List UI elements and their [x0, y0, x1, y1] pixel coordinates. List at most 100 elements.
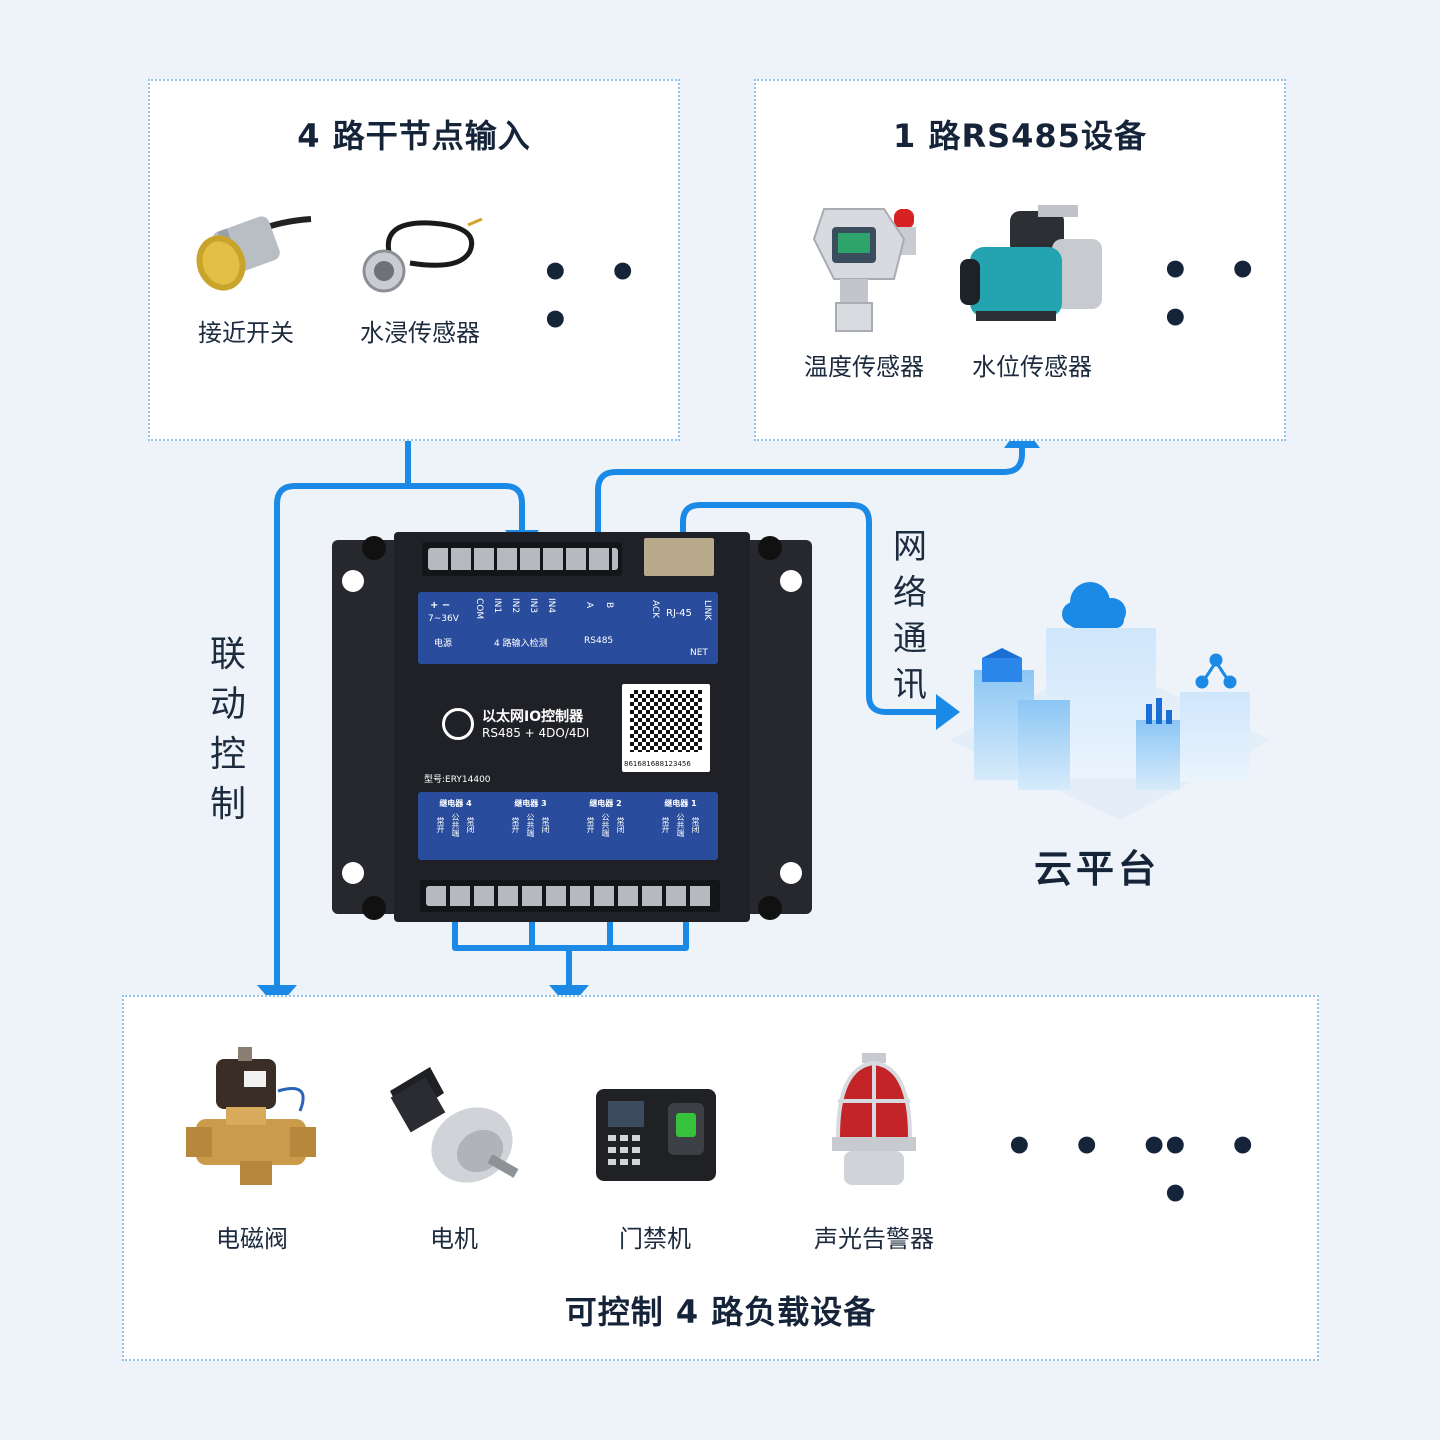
device-model: 型号:ERY14400 — [424, 775, 491, 785]
proximity-switch: 接近开关 — [186, 201, 312, 348]
relay-3-com: 公共端 — [526, 813, 535, 837]
screw-tl — [362, 536, 386, 560]
relay-label-plate: 继电器 4 常开 公共端 常闭 继电器 3 常开 公共端 常闭 继电器 2 常开… — [418, 792, 718, 860]
network-char-3: 通 — [893, 619, 927, 659]
output-more-dots-1: • • • — [1004, 1119, 1180, 1175]
network-char-4: 讯 — [893, 665, 927, 705]
network-comm-label: 网 络 通 讯 — [888, 524, 932, 708]
network-char-1: 网 — [893, 527, 927, 567]
temperature-sensor-label: 温度传感器 — [804, 353, 924, 381]
link-label: LINK — [702, 600, 712, 621]
bottom-terminal-block — [420, 880, 720, 912]
relay-4: 继电器 4 常开 公共端 常闭 — [435, 792, 476, 860]
gas-detector-icon — [812, 208, 916, 332]
relay-4-nc: 常闭 — [466, 817, 475, 833]
top-terminal-block — [422, 542, 622, 576]
network-line — [680, 502, 939, 715]
power-label: 电源 — [434, 639, 453, 649]
rs485-label: RS485 — [584, 636, 614, 646]
relay-1: 继电器 1 常开 公共端 常闭 — [660, 792, 701, 860]
output-panel: 电磁阀 电机 门禁机 — [122, 995, 1319, 1361]
pin-a: A — [584, 602, 594, 609]
pin-in2: IN2 — [510, 598, 520, 614]
voltage-label: 7~36V — [428, 614, 459, 624]
screw-tr — [758, 536, 782, 560]
top-label-plate: + − 7~36V 电源 COM IN1 IN2 IN3 IN4 4 路输入检测… — [418, 592, 718, 664]
rs485-panel-title: 1 路RS485设备 — [893, 117, 1147, 155]
input-pins: COM IN1 IN2 IN3 IN4 — [474, 598, 556, 628]
linkage-char-2: 动 — [209, 684, 246, 725]
motor-label: 电机 — [430, 1225, 478, 1253]
pin-in1: IN1 — [492, 598, 502, 614]
relay-output-lines — [452, 909, 689, 988]
relay-2-nc: 常闭 — [616, 817, 625, 833]
proximity-switch-label: 接近开关 — [198, 319, 294, 347]
cloud-platform-label: 云平台 — [1034, 847, 1161, 891]
alarm-light: 声光告警器 — [794, 1041, 954, 1254]
linkage-control-label: 联 动 控 制 — [206, 630, 250, 830]
network-char-2: 络 — [893, 573, 927, 613]
brand-logo-icon — [442, 708, 474, 740]
motor-icon — [390, 1067, 519, 1183]
pin-in4: IN4 — [546, 598, 556, 614]
linkage-char-1: 联 — [209, 634, 246, 675]
water-level-sensor-label: 水位传感器 — [972, 353, 1092, 381]
linkage-line — [274, 483, 411, 988]
device-spec: RS485 + 4DO/4DI — [482, 726, 590, 740]
relay-2-no: 常开 — [586, 817, 595, 833]
solenoid-valve-icon — [186, 1047, 316, 1185]
relay-2-name: 继电器 2 — [589, 799, 622, 808]
relay-3-no: 常开 — [511, 817, 520, 833]
mount-hole-bl — [342, 862, 364, 884]
water-sensor: 水浸传感器 — [350, 201, 490, 348]
device-serial: 861681688123456 — [624, 760, 691, 768]
input-panel-title: 4 路干节点输入 — [297, 117, 531, 155]
access-control-label: 门禁机 — [619, 1225, 691, 1253]
alarm-light-label: 声光告警器 — [814, 1225, 934, 1253]
rj45-label: RJ-45 — [666, 608, 692, 619]
device-name: 以太网IO控制器 — [482, 709, 584, 725]
relay-4-com: 公共端 — [451, 813, 460, 837]
screw-br — [758, 896, 782, 920]
input-panel: 4 路干节点输入 接近开关 水浸传感器 • • • — [148, 79, 680, 441]
water-sensor-label: 水浸传感器 — [360, 319, 480, 347]
linkage-char-4: 制 — [209, 784, 246, 825]
access-control: 门禁机 — [590, 1041, 720, 1254]
mount-hole-tr — [780, 570, 802, 592]
qr-code-icon — [622, 684, 710, 772]
relay-4-name: 继电器 4 — [439, 799, 472, 808]
alarm-light-icon — [832, 1053, 916, 1185]
mount-hole-br — [780, 862, 802, 884]
rs485-line — [595, 445, 1025, 538]
relay-2-com: 公共端 — [601, 813, 610, 837]
relay-1-no: 常开 — [661, 817, 670, 833]
relay-3-name: 继电器 3 — [514, 799, 547, 808]
ack-label: ACK — [650, 600, 660, 619]
input-group-label: 4 路输入检测 — [494, 639, 548, 649]
solenoid-valve: 电磁阀 — [182, 1041, 322, 1254]
mount-hole-tl — [342, 570, 364, 592]
relay-1-com: 公共端 — [676, 813, 685, 837]
temperature-sensor: 温度传感器 — [794, 199, 934, 382]
relay-4-no: 常开 — [436, 817, 445, 833]
relay-3: 继电器 3 常开 公共端 常闭 — [510, 792, 551, 860]
relay-2: 继电器 2 常开 公共端 常闭 — [585, 792, 626, 860]
output-more-dots-2: • • • — [1160, 1119, 1269, 1223]
output-panel-title: 可控制 4 路负载设备 — [564, 1293, 877, 1331]
rs485-more-dots: • • • — [1160, 243, 1269, 347]
rs485-panel: 1 路RS485设备 温度传感器 水位传感器 • • • — [754, 79, 1286, 441]
screw-bl — [362, 896, 386, 920]
pin-com: COM — [474, 598, 484, 620]
relay-3-nc: 常闭 — [541, 817, 550, 833]
water-pump-icon — [960, 205, 1102, 321]
net-label: NET — [690, 648, 708, 658]
relay-1-name: 继电器 1 — [664, 799, 697, 808]
proximity-switch-icon — [196, 216, 312, 291]
access-control-icon — [596, 1089, 716, 1181]
input-line — [405, 437, 525, 533]
rj45-port[interactable] — [644, 538, 714, 576]
pin-b: B — [604, 602, 614, 609]
water-level-sensor: 水位传感器 — [960, 199, 1102, 382]
linkage-char-3: 控 — [209, 734, 246, 775]
